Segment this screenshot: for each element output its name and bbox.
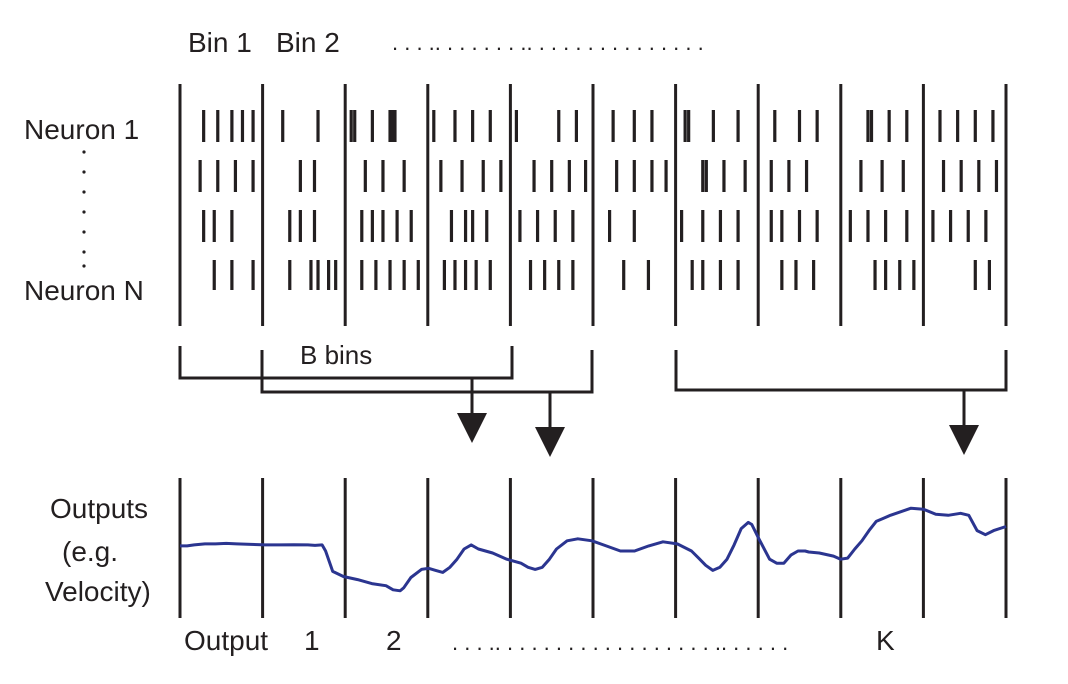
outputs-label: Outputs bbox=[50, 493, 148, 524]
neuron-ellipsis bbox=[82, 150, 86, 268]
velocity-trace bbox=[180, 506, 1007, 593]
window-bracket-2 bbox=[260, 350, 594, 394]
neuron-1-label: Neuron 1 bbox=[24, 114, 139, 145]
output-bin-dividers bbox=[178, 478, 1008, 618]
output-number-1: 1 bbox=[304, 625, 320, 656]
window-arrows bbox=[457, 378, 979, 457]
outputs-velocity-label: Velocity) bbox=[45, 576, 151, 607]
b-bins-label: B bins bbox=[300, 340, 372, 370]
bin-ellipsis-label: . . . .. . . . . . . .. . . . . . . . . … bbox=[392, 30, 704, 55]
spike-raster bbox=[198, 110, 999, 290]
bin-1-label: Bin 1 bbox=[188, 27, 252, 58]
raster-bin-dividers bbox=[178, 84, 1008, 326]
window-brackets bbox=[178, 346, 1008, 394]
outputs-example-label: (e.g. bbox=[62, 536, 118, 567]
window-bracket-k bbox=[674, 350, 1008, 392]
neuron-n-label: Neuron N bbox=[24, 275, 144, 306]
output-number-2: 2 bbox=[386, 625, 402, 656]
bin-2-label: Bin 2 bbox=[276, 27, 340, 58]
output-k-label: K bbox=[876, 625, 895, 656]
output-label: Output bbox=[184, 625, 268, 656]
window-bracket-1 bbox=[178, 346, 514, 380]
output-ellipsis: . . . .. . . . . . . . . . . . . . . . .… bbox=[452, 630, 788, 655]
